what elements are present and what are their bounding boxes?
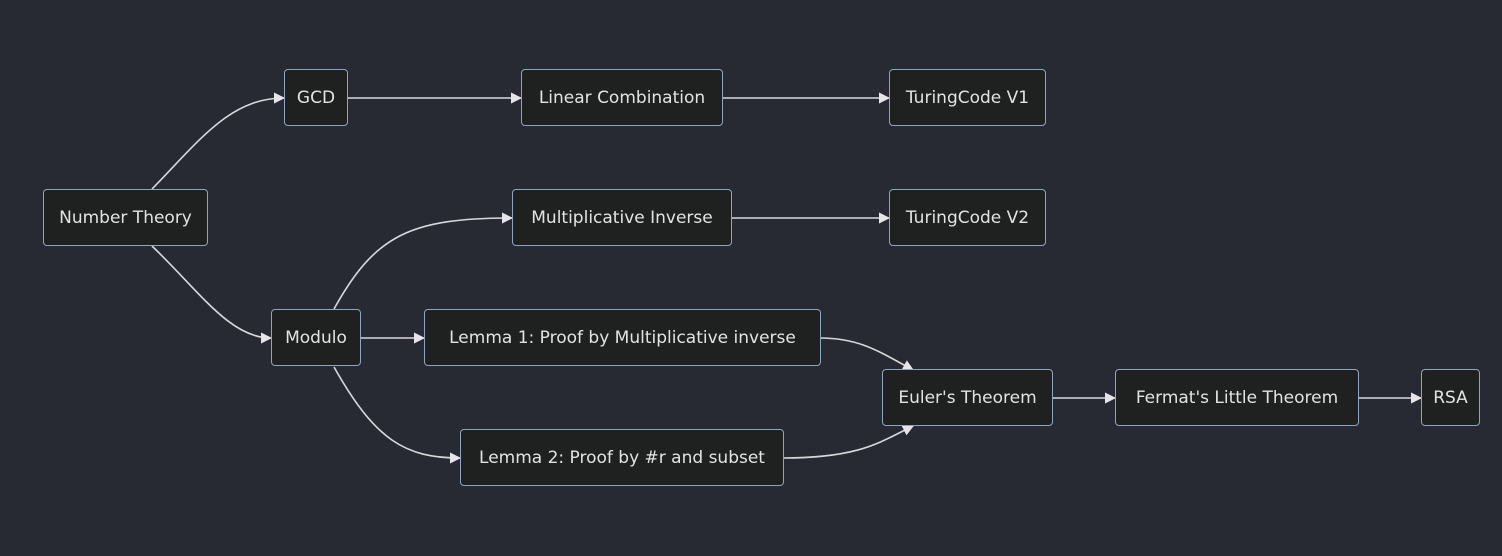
node-lemma-1[interactable]: Lemma 1: Proof by Multiplicative inverse	[424, 309, 821, 366]
edge-modulo-to-lemma-2	[333, 366, 462, 464]
node-turingcode-v2[interactable]: TuringCode V2	[889, 189, 1046, 246]
edge-lemma-1-to-eulers-theorem	[819, 337, 914, 371]
edge-number-theory-to-modulo	[151, 245, 273, 344]
node-modulo[interactable]: Modulo	[271, 309, 361, 366]
node-gcd[interactable]: GCD	[284, 69, 348, 126]
node-number-theory[interactable]: Number Theory	[43, 189, 208, 246]
node-multiplicative-inverse[interactable]: Multiplicative Inverse	[512, 189, 732, 246]
node-lemma-2[interactable]: Lemma 2: Proof by #r and subset	[460, 429, 784, 486]
edge-lemma-2-to-eulers-theorem	[782, 425, 915, 459]
node-turingcode-v1[interactable]: TuringCode V1	[889, 69, 1046, 126]
node-eulers-theorem[interactable]: Euler's Theorem	[882, 369, 1053, 426]
edge-modulo-to-multiplicative-inverse	[333, 212, 514, 310]
edge-number-theory-to-gcd	[151, 92, 286, 190]
node-rsa[interactable]: RSA	[1421, 369, 1480, 426]
node-fermats-little-theorem[interactable]: Fermat's Little Theorem	[1115, 369, 1359, 426]
node-linear-combination[interactable]: Linear Combination	[521, 69, 723, 126]
